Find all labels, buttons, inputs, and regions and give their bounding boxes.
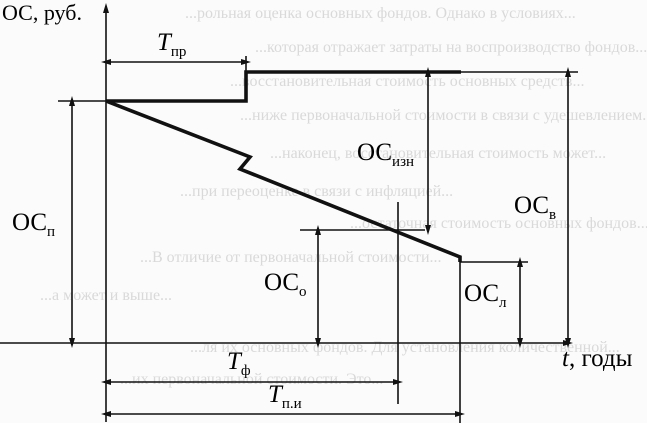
t-f-label: Tф: [227, 348, 251, 379]
ghost-line-2: ...которая отражает затраты на воспроизв…: [255, 39, 647, 56]
x-axis-label: t, годы: [562, 345, 633, 372]
x-axis-variable: t: [562, 345, 570, 372]
ghost-line-11: ...их первоначальной стоимости. Это...: [120, 371, 383, 388]
ghost-line-3: ...восстановительная стоимость основных …: [230, 73, 584, 90]
ghost-line-7: ...остаточная стоимость основных фондов.…: [350, 215, 647, 232]
t-pr-label: Tпр: [157, 29, 186, 60]
ghost-line-6: ...при переоценке в связи с инфляцией...: [180, 183, 453, 200]
oc-l-label: ОСл: [464, 280, 507, 311]
oc-v-label: ОСв: [514, 192, 556, 223]
y-axis-label: ОС, руб.: [2, 0, 82, 25]
ghost-line-1: ...рольная оценка основных фондов. Однак…: [185, 5, 576, 22]
ghost-line-8: ...В отличие от первоначальной стоимости…: [140, 249, 442, 266]
ghost-line-10: ...ля их основных фондов. Для установлен…: [190, 339, 620, 356]
ghost-line-5: ...наконец, восстановительная стоимость …: [270, 145, 606, 162]
oc-p-label: ОСп: [12, 209, 55, 240]
initial-and-replacement-value-line: [106, 70, 461, 103]
residual-value-line: [105, 99, 462, 262]
oc-o-label: ОСо: [264, 269, 307, 300]
ghost-line-4: ...ниже первоначальной стоимости в связи…: [240, 107, 647, 124]
t-pi-label: Tп.и: [268, 381, 302, 412]
x-axis-unit: , годы: [569, 345, 633, 372]
oc-izn-label: ОСизн: [357, 139, 414, 170]
